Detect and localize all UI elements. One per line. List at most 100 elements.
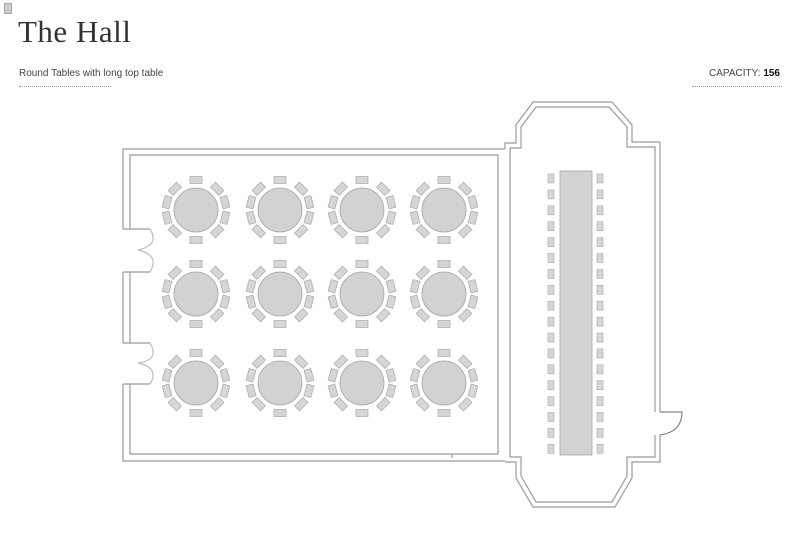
- chair: [210, 181, 225, 196]
- chair: [210, 224, 225, 239]
- chair: [167, 308, 182, 323]
- round-table: [245, 176, 315, 244]
- chair: [355, 349, 369, 357]
- chair: [219, 210, 231, 225]
- chair: [547, 380, 555, 391]
- chair: [219, 279, 231, 294]
- chair: [596, 332, 604, 343]
- chair: [333, 181, 348, 196]
- chair: [467, 294, 479, 309]
- chair: [437, 320, 451, 328]
- chair: [385, 195, 397, 210]
- chair: [294, 224, 309, 239]
- capacity-label-text: CAPACITY:: [709, 68, 761, 79]
- chair: [273, 349, 287, 357]
- chair: [303, 210, 315, 225]
- chair: [210, 354, 225, 369]
- chair: [210, 397, 225, 412]
- right-room-inner-wall: [509, 106, 656, 503]
- chair: [303, 294, 315, 309]
- chair: [376, 397, 391, 412]
- chair: [355, 320, 369, 328]
- chair: [167, 181, 182, 196]
- chair: [167, 354, 182, 369]
- chair: [547, 189, 555, 200]
- chair: [547, 348, 555, 359]
- chair: [355, 236, 369, 244]
- chair: [467, 368, 479, 383]
- chair: [327, 368, 339, 383]
- round-table: [327, 176, 397, 244]
- left-door-1-wall: [123, 228, 150, 273]
- chair: [161, 210, 173, 225]
- chair: [596, 300, 604, 311]
- table-top: [421, 187, 467, 233]
- chair: [245, 279, 257, 294]
- right-door-arc: [659, 411, 683, 436]
- chair: [415, 224, 430, 239]
- chair: [596, 173, 604, 184]
- top-table-group: [547, 170, 604, 456]
- table-top: [257, 187, 303, 233]
- chair: [245, 210, 257, 225]
- capacity-value: 156: [763, 68, 780, 79]
- table-top: [173, 271, 219, 317]
- chair: [161, 195, 173, 210]
- chair: [273, 409, 287, 417]
- chair: [437, 236, 451, 244]
- chair: [467, 210, 479, 225]
- chair: [596, 443, 604, 454]
- table-top: [257, 271, 303, 317]
- chair: [409, 383, 421, 398]
- chair: [596, 428, 604, 438]
- chair: [189, 349, 203, 357]
- table-top: [173, 360, 219, 406]
- round-table: [409, 349, 479, 417]
- table-top: [339, 187, 385, 233]
- chair: [547, 412, 555, 422]
- chair: [294, 397, 309, 412]
- chair: [327, 279, 339, 294]
- chair: [327, 210, 339, 225]
- page-title: The Hall: [18, 14, 132, 49]
- chair: [376, 181, 391, 196]
- chair: [467, 383, 479, 398]
- table-top: [339, 360, 385, 406]
- chair: [219, 195, 231, 210]
- chair: [189, 320, 203, 328]
- chair: [161, 294, 173, 309]
- chair: [547, 300, 555, 311]
- chair: [596, 269, 604, 279]
- chair: [437, 409, 451, 417]
- chair: [547, 364, 555, 375]
- chair: [547, 205, 555, 216]
- chair: [596, 189, 604, 200]
- chair: [303, 383, 315, 398]
- chair: [409, 195, 421, 210]
- capacity-label: CAPACITY: 156: [709, 68, 780, 79]
- right-room-outer-wall: [504, 101, 661, 508]
- chair: [273, 320, 287, 328]
- chair: [219, 368, 231, 383]
- table-top: [421, 271, 467, 317]
- chair: [596, 316, 604, 327]
- left-door-2-wall: [123, 342, 150, 385]
- chair: [547, 221, 555, 231]
- chair: [385, 383, 397, 398]
- chair: [355, 409, 369, 417]
- chair: [245, 383, 257, 398]
- chair: [547, 428, 555, 438]
- round-table: [409, 260, 479, 328]
- chair: [415, 181, 430, 196]
- chair: [458, 181, 473, 196]
- chair: [251, 397, 266, 412]
- chair: [458, 397, 473, 412]
- round-table: [161, 349, 231, 417]
- table-top: [257, 360, 303, 406]
- chair: [547, 332, 555, 343]
- chair: [409, 210, 421, 225]
- chair: [327, 294, 339, 309]
- chair: [327, 383, 339, 398]
- chair: [161, 279, 173, 294]
- round-table: [327, 349, 397, 417]
